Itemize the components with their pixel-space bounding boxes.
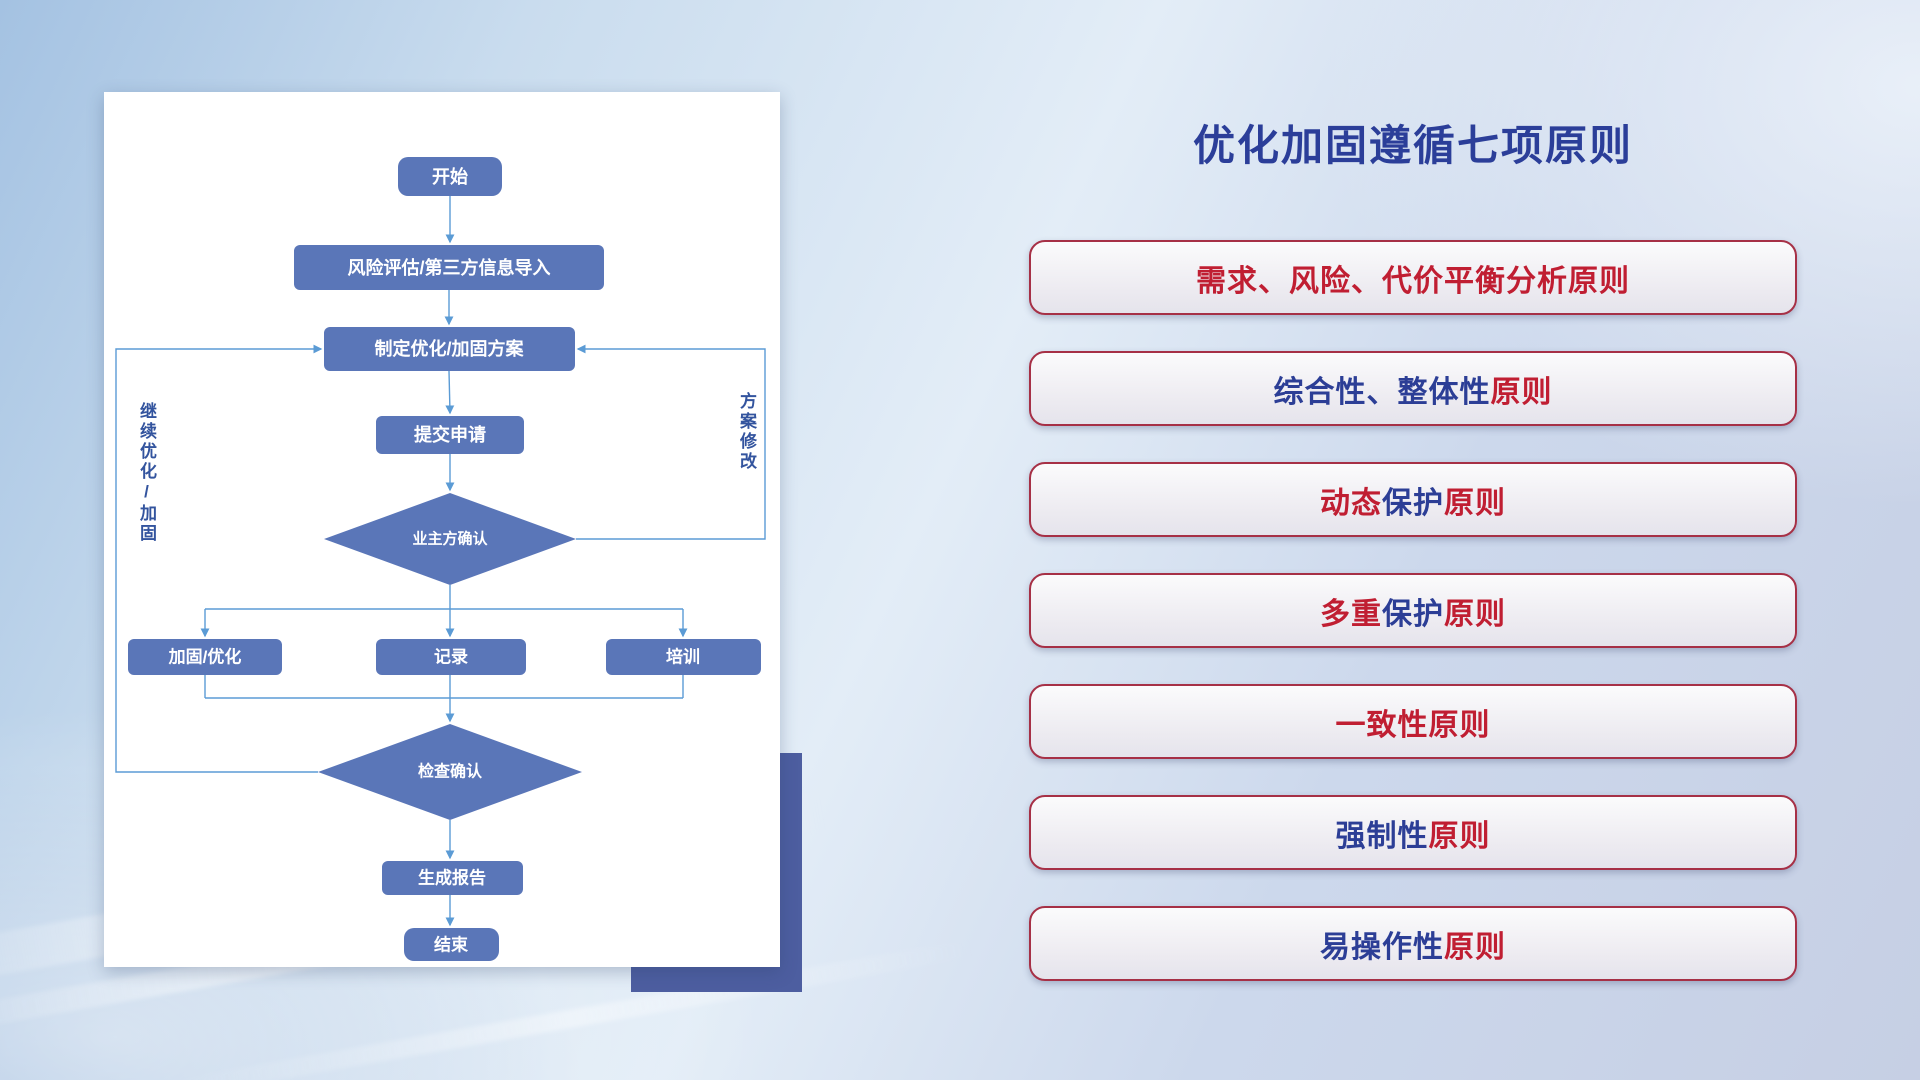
flowchart-card: 开始 风险评估/第三方信息导入 制定优化/加固方案 提交申请 业主方确认 加固/ — [104, 92, 780, 967]
principle-box: 一致性原则 — [1029, 684, 1797, 759]
edge-left-loop — [115, 344, 323, 773]
principle-text: 一致性原则 — [1335, 708, 1491, 742]
principle-text: 多重 — [1320, 597, 1382, 631]
node-reinforce-label: 加固/优化 — [168, 647, 242, 667]
principle-text: 保护 — [1382, 597, 1444, 631]
edge-plan-to-submit — [445, 370, 455, 415]
principle-text: 原则 — [1428, 819, 1491, 853]
node-risk-shape — [294, 245, 604, 290]
node-plan-label: 制定优化/加固方案 — [374, 338, 524, 359]
node-training-shape — [606, 639, 761, 675]
page-title: 优化加固遵循七项原则 — [1192, 122, 1633, 169]
node-start-shape — [398, 157, 502, 196]
principle-text: 原则 — [1444, 486, 1506, 520]
node-owner-shape — [324, 493, 576, 585]
node-risk-label: 风险评估/第三方信息导入 — [348, 257, 551, 278]
node-plan-shape — [324, 327, 575, 371]
right-loop-label: 方案修改 — [737, 392, 756, 472]
node-owner-label: 业主方确认 — [412, 530, 488, 548]
principle-box: 强制性原则 — [1029, 795, 1797, 870]
node-report-label: 生成报告 — [418, 868, 486, 888]
node-owner-confirm: 业主方确认 — [324, 493, 576, 585]
left-loop-label: 继续优化/加固 — [137, 402, 156, 544]
node-submit: 提交申请 — [376, 416, 524, 454]
principle-box: 需求、风险、代价平衡分析原则 — [1029, 240, 1797, 315]
principle-text: 综合性、整体性 — [1273, 375, 1491, 409]
principle-box: 综合性、整体性原则 — [1029, 351, 1797, 426]
edge-right-loop — [576, 344, 766, 540]
node-record-label: 记录 — [434, 648, 468, 667]
node-report: 生成报告 — [382, 861, 523, 895]
principle-text: 易操作性 — [1320, 930, 1444, 964]
node-training-label: 培训 — [666, 647, 700, 667]
principle-box: 多重保护原则 — [1029, 573, 1797, 648]
node-start-label: 开始 — [432, 166, 468, 187]
flow-edges — [115, 196, 766, 927]
principle-text: 强制性 — [1335, 819, 1429, 853]
principle-text: 原则 — [1444, 597, 1506, 631]
principle-text: 原则 — [1490, 375, 1553, 409]
principle-text: 动态 — [1320, 486, 1382, 520]
node-reinforce-shape — [128, 639, 282, 675]
node-record-shape — [376, 639, 526, 675]
node-submit-shape — [376, 416, 524, 454]
node-reinforce: 加固/优化 — [128, 639, 282, 675]
node-check-confirm: 检查确认 — [318, 724, 582, 820]
node-start: 开始 — [398, 157, 502, 196]
node-report-shape — [382, 861, 523, 895]
node-end: 结束 — [404, 928, 499, 961]
principle-text: 原则 — [1444, 930, 1506, 964]
node-record: 记录 — [376, 639, 526, 675]
node-end-label: 结束 — [434, 935, 468, 955]
principle-text: 保护 — [1382, 486, 1444, 520]
node-end-shape — [404, 928, 499, 961]
node-check-shape — [318, 724, 582, 820]
node-make-plan: 制定优化/加固方案 — [324, 327, 575, 371]
node-risk-import: 风险评估/第三方信息导入 — [294, 245, 604, 290]
principle-box: 动态保护原则 — [1029, 462, 1797, 537]
node-check-label: 检查确认 — [418, 762, 483, 781]
node-submit-label: 提交申请 — [414, 424, 486, 445]
flowchart: 开始 风险评估/第三方信息导入 制定优化/加固方案 提交申请 业主方确认 加固/ — [115, 157, 766, 961]
principle-box: 易操作性原则 — [1029, 906, 1797, 981]
principle-text: 需求、风险、代价平衡分析原则 — [1196, 264, 1630, 298]
node-training: 培训 — [606, 639, 761, 675]
principles-list: 需求、风险、代价平衡分析原则综合性、整体性原则动态保护原则多重保护原则一致性原则… — [1029, 240, 1797, 981]
